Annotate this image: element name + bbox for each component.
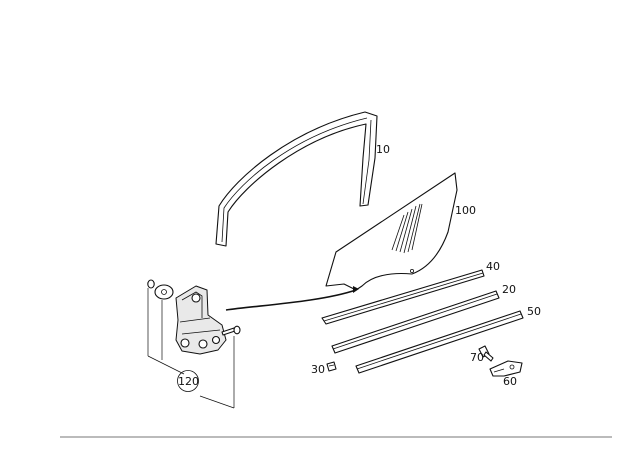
label-60: 60 (503, 375, 517, 388)
window-regulator-assembly[interactable] (147, 279, 241, 409)
label-120: 120 (178, 375, 199, 388)
label-10: 10 (376, 143, 390, 156)
bracket-part[interactable] (489, 360, 523, 377)
label-120-ring (177, 370, 199, 392)
inner-window-strip[interactable] (321, 269, 485, 325)
lower-trim-strip[interactable] (355, 310, 524, 374)
glass-heating-lines (391, 203, 423, 254)
door-window-glass[interactable] (325, 172, 458, 291)
connection-arrow (225, 289, 357, 311)
label-20: 20 (502, 283, 516, 296)
screw-part[interactable] (478, 345, 494, 362)
label-100: 100 (455, 204, 476, 217)
label-40: 40 (486, 260, 500, 273)
clip-part[interactable] (326, 361, 337, 372)
label-50: 50 (527, 305, 541, 318)
arrow-head (353, 286, 359, 293)
door-frame-seal[interactable] (215, 111, 378, 247)
outer-window-strip[interactable] (331, 290, 500, 354)
label-70: 70 (470, 351, 484, 364)
label-30: 30 (311, 363, 325, 376)
